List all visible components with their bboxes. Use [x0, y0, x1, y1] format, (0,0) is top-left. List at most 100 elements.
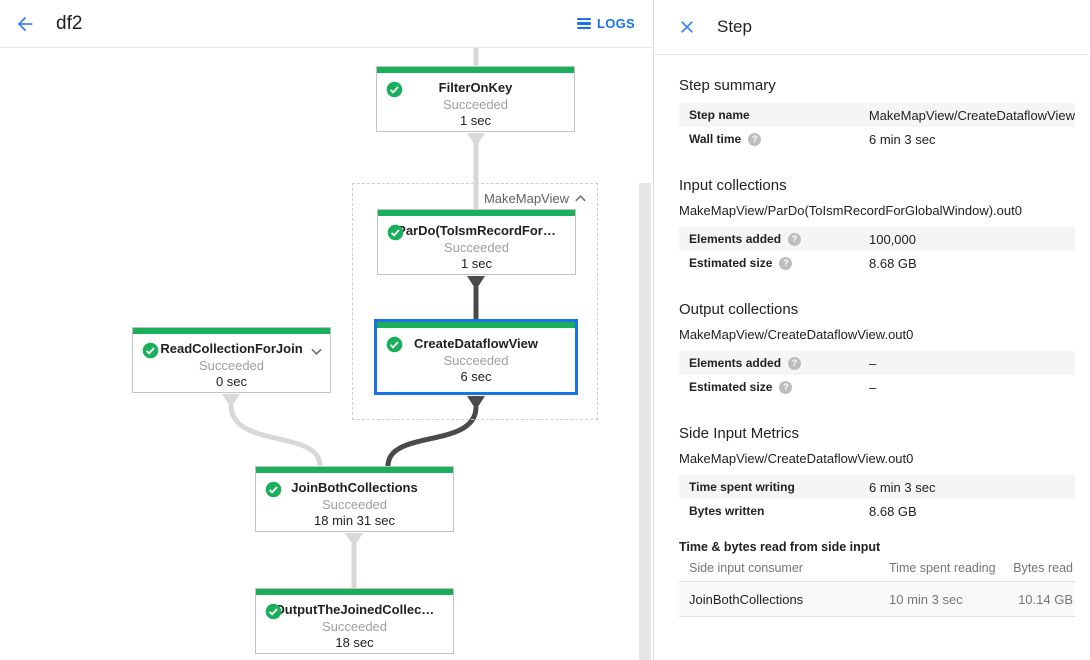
column-header-consumer: Side input consumer — [689, 560, 803, 575]
step-node-title: FilterOnKey — [438, 80, 513, 95]
step-node-status: Succeeded — [321, 496, 388, 512]
succeeded-check-icon — [387, 224, 404, 241]
side-input-collection-name: MakeMapView/CreateDataflowView.out0 — [679, 451, 914, 466]
output-collection-name: MakeMapView/CreateDataflowView.out0 — [679, 327, 914, 342]
status-bar — [378, 210, 575, 216]
step-node-joinbothcollections[interactable]: JoinBothCollections Succeeded 18 min 31 … — [255, 466, 454, 532]
metric-value: 8.68 GB — [869, 255, 917, 271]
step-node-title: CreateDataflowView — [413, 336, 539, 351]
step-node-filteronkey[interactable]: FilterOnKey Succeeded 1 sec — [376, 66, 575, 132]
close-panel-button[interactable] — [672, 12, 702, 42]
metric-row-wall-time: Wall time ? 6 min 3 sec — [679, 127, 1075, 151]
close-icon — [681, 21, 693, 33]
graph-scrollbar[interactable] — [639, 183, 651, 660]
cell-time-reading: 10 min 3 sec — [889, 591, 963, 607]
metric-label: Time spent writing — [689, 480, 795, 494]
table-header-row: Side input consumer Time spent reading B… — [679, 554, 1075, 582]
metric-row-elements-added: Elements added ? 100,000 — [679, 227, 1075, 251]
group-makemapview: MakeMapView — [352, 183, 598, 420]
metric-label: Wall time — [689, 132, 742, 146]
graph-pane: df2 LOGS — [0, 0, 654, 660]
group-makemapview-header[interactable]: MakeMapView — [484, 191, 587, 206]
succeeded-check-icon — [386, 336, 403, 353]
metric-label: Bytes written — [689, 504, 765, 518]
side-input-metrics-heading: Side Input Metrics — [679, 425, 800, 442]
metric-value: – — [869, 355, 877, 371]
pipeline-graph-canvas[interactable]: MakeMapView FilterOnKey Succeeded 1 sec — [0, 48, 653, 660]
panel-title: Step — [717, 17, 752, 36]
step-node-status: Succeeded — [198, 357, 265, 373]
metric-value: 6 min 3 sec — [869, 479, 936, 495]
step-summary-heading: Step summary — [679, 77, 776, 94]
metric-value: 6 min 3 sec — [869, 131, 936, 147]
step-node-time: 18 min 31 sec — [314, 513, 395, 528]
expand-step-button[interactable] — [310, 344, 323, 362]
output-collections-heading: Output collections — [679, 301, 799, 318]
step-node-status: Succeeded — [443, 352, 509, 368]
cell-bytes-read: 10.14 GB — [1018, 591, 1073, 607]
step-node-outputthejoinedcollection[interactable]: OutputTheJoinedCollec… Succeeded 18 sec — [255, 588, 454, 654]
side-input-table: Time & bytes read from side input Side i… — [679, 540, 1075, 617]
help-icon[interactable]: ? — [748, 132, 762, 146]
job-title: df2 — [56, 12, 83, 34]
table-row: JoinBothCollections 10 min 3 sec 10.14 G… — [679, 582, 1075, 617]
status-bar — [133, 328, 330, 334]
metric-value: 8.68 GB — [869, 503, 917, 519]
help-icon[interactable]: ? — [788, 356, 802, 370]
back-button[interactable] — [8, 7, 42, 41]
status-bar — [256, 589, 453, 595]
step-node-title: JoinBothCollections — [291, 480, 418, 495]
help-icon[interactable]: ? — [779, 256, 793, 270]
step-node-title: ReadCollectionForJoin — [160, 341, 303, 356]
input-collections-heading: Input collections — [679, 177, 787, 194]
metric-value: – — [869, 379, 877, 395]
step-node-createdataflowview-selected[interactable]: CreateDataflowView Succeeded 6 sec — [374, 319, 578, 395]
logs-button-label: LOGS — [596, 16, 635, 31]
help-icon[interactable]: ? — [779, 380, 793, 394]
job-toolbar: df2 LOGS — [0, 0, 653, 48]
step-summary-rows: Step name MakeMapView/CreateDataflowView… — [679, 103, 1075, 151]
status-bar — [377, 67, 574, 73]
step-node-pardo-toismrecord[interactable]: ParDo(ToIsmRecordFor… Succeeded 1 sec — [377, 209, 576, 275]
step-panel-header: Step — [654, 0, 1089, 55]
step-node-status: Succeeded — [442, 96, 509, 112]
succeeded-check-icon — [142, 342, 159, 359]
cell-consumer: JoinBothCollections — [689, 591, 804, 607]
metric-row-bytes-written: Bytes written 8.68 GB — [679, 499, 1075, 523]
logs-list-icon — [576, 17, 591, 30]
succeeded-check-icon — [265, 481, 282, 498]
step-node-readcollectionforjoin[interactable]: ReadCollectionForJoin Succeeded 0 sec — [132, 327, 331, 393]
metric-label: Elements added — [689, 356, 782, 370]
column-header-bytes-read: Bytes read — [1013, 560, 1073, 575]
step-node-status: Succeeded — [321, 618, 388, 634]
step-node-status: Succeeded — [443, 239, 510, 255]
metric-row-elements-added: Elements added ? – — [679, 351, 1075, 375]
group-makemapview-label: MakeMapView — [483, 191, 569, 206]
metric-value: MakeMapView/CreateDataflowView — [868, 107, 1075, 123]
metric-label: Estimated size — [689, 380, 773, 394]
column-header-time-reading: Time spent reading — [889, 560, 996, 575]
succeeded-check-icon — [386, 81, 403, 98]
step-node-time: 1 sec — [460, 256, 493, 271]
chevron-up-icon — [575, 194, 586, 202]
step-panel-body: Step summary Step name MakeMapView/Creat… — [654, 55, 1089, 617]
metric-row-estimated-size: Estimated size ? 8.68 GB — [679, 251, 1075, 275]
step-node-time: 0 sec — [215, 374, 248, 389]
metric-row-step-name: Step name MakeMapView/CreateDataflowView — [679, 103, 1075, 127]
step-node-time: 18 sec — [335, 635, 374, 650]
metric-row-estimated-size: Estimated size ? – — [679, 375, 1075, 399]
metric-label: Estimated size — [689, 256, 773, 270]
metric-label: Step name — [689, 108, 750, 122]
step-details-panel: Step Step summary Step name MakeMapView/… — [654, 0, 1089, 660]
step-node-time: 1 sec — [459, 113, 492, 128]
metric-label: Elements added — [689, 232, 782, 246]
status-bar — [377, 322, 575, 328]
help-icon[interactable]: ? — [788, 232, 802, 246]
logs-button[interactable]: LOGS — [573, 10, 639, 37]
step-node-title: ParDo(ToIsmRecordFor… — [397, 223, 556, 238]
side-input-metrics-rows: Time spent writing 6 min 3 sec Bytes wri… — [679, 475, 1075, 523]
arrow-back-icon — [17, 16, 33, 31]
status-bar — [256, 467, 453, 473]
step-node-time: 6 sec — [460, 369, 492, 384]
